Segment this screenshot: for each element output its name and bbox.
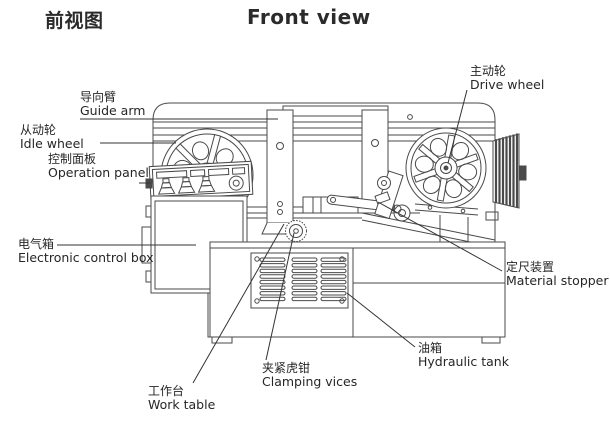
label-clamping-vices-cn: 夹紧虎钳 — [262, 361, 311, 375]
machine-base — [207, 241, 506, 344]
operation-panel-drawing — [145, 160, 254, 201]
label-material-stopper-cn: 定尺装置 — [506, 260, 555, 274]
label-operation-panel: 控制面板 Operation panel — [48, 152, 149, 181]
page-title-chinese: 前视图 — [45, 10, 104, 32]
label-idle-wheel-cn: 从动轮 — [20, 123, 57, 137]
label-drive-wheel: 主动轮 Drive wheel — [470, 64, 544, 93]
label-clamping-vices-en: Clamping vices — [262, 374, 358, 389]
label-guide-arm-cn: 导向臂 — [80, 90, 117, 104]
label-operation-panel-cn: 控制面板 — [48, 152, 97, 166]
label-electronic-control-box: 电气箱 Electronic control box — [18, 237, 154, 266]
label-work-table: 工作台 Work table — [148, 384, 215, 413]
label-idle-wheel: 从动轮 Idle wheel — [20, 123, 84, 152]
label-electronic-control-box-en: Electronic control box — [18, 250, 154, 265]
label-idle-wheel-en: Idle wheel — [20, 136, 84, 151]
vice-handwheel — [285, 220, 307, 242]
leader-work-table — [192, 223, 285, 384]
label-hydraulic-tank: 油箱 Hydraulic tank — [418, 341, 509, 370]
label-guide-arm-en: Guide arm — [80, 103, 146, 118]
vent-panel — [250, 252, 349, 309]
label-work-table-en: Work table — [148, 397, 216, 412]
leader-material-stopper — [377, 201, 503, 272]
label-drive-wheel-en: Drive wheel — [470, 77, 545, 92]
machine-drawing — [141, 102, 527, 344]
guide-arm-column — [261, 109, 299, 235]
label-clamping-vices: 夹紧虎钳 Clamping vices — [262, 361, 357, 390]
label-hydraulic-tank-cn: 油箱 — [418, 341, 443, 355]
label-drive-wheel-cn: 主动轮 — [470, 64, 507, 78]
label-electronic-control-box-cn: 电气箱 — [18, 237, 55, 251]
right-column — [361, 109, 389, 207]
label-work-table-cn: 工作台 — [148, 384, 185, 398]
label-hydraulic-tank-en: Hydraulic tank — [418, 354, 509, 369]
leader-clamping-vices — [265, 232, 295, 361]
leader-lines — [57, 89, 503, 384]
page-title-english: Front view — [247, 5, 371, 29]
leader-hydraulic-tank — [346, 292, 416, 348]
label-guide-arm: 导向臂 Guide arm — [80, 90, 145, 119]
leader-drive-wheel — [447, 89, 468, 164]
label-material-stopper-en: Material stopper — [506, 273, 609, 288]
label-material-stopper: 定尺装置 Material stopper — [506, 260, 609, 289]
tensioner-bracket — [374, 170, 404, 220]
motor-fins — [492, 133, 527, 209]
label-operation-panel-en: Operation panel — [48, 165, 149, 180]
drive-wheel-drawing — [405, 127, 487, 209]
